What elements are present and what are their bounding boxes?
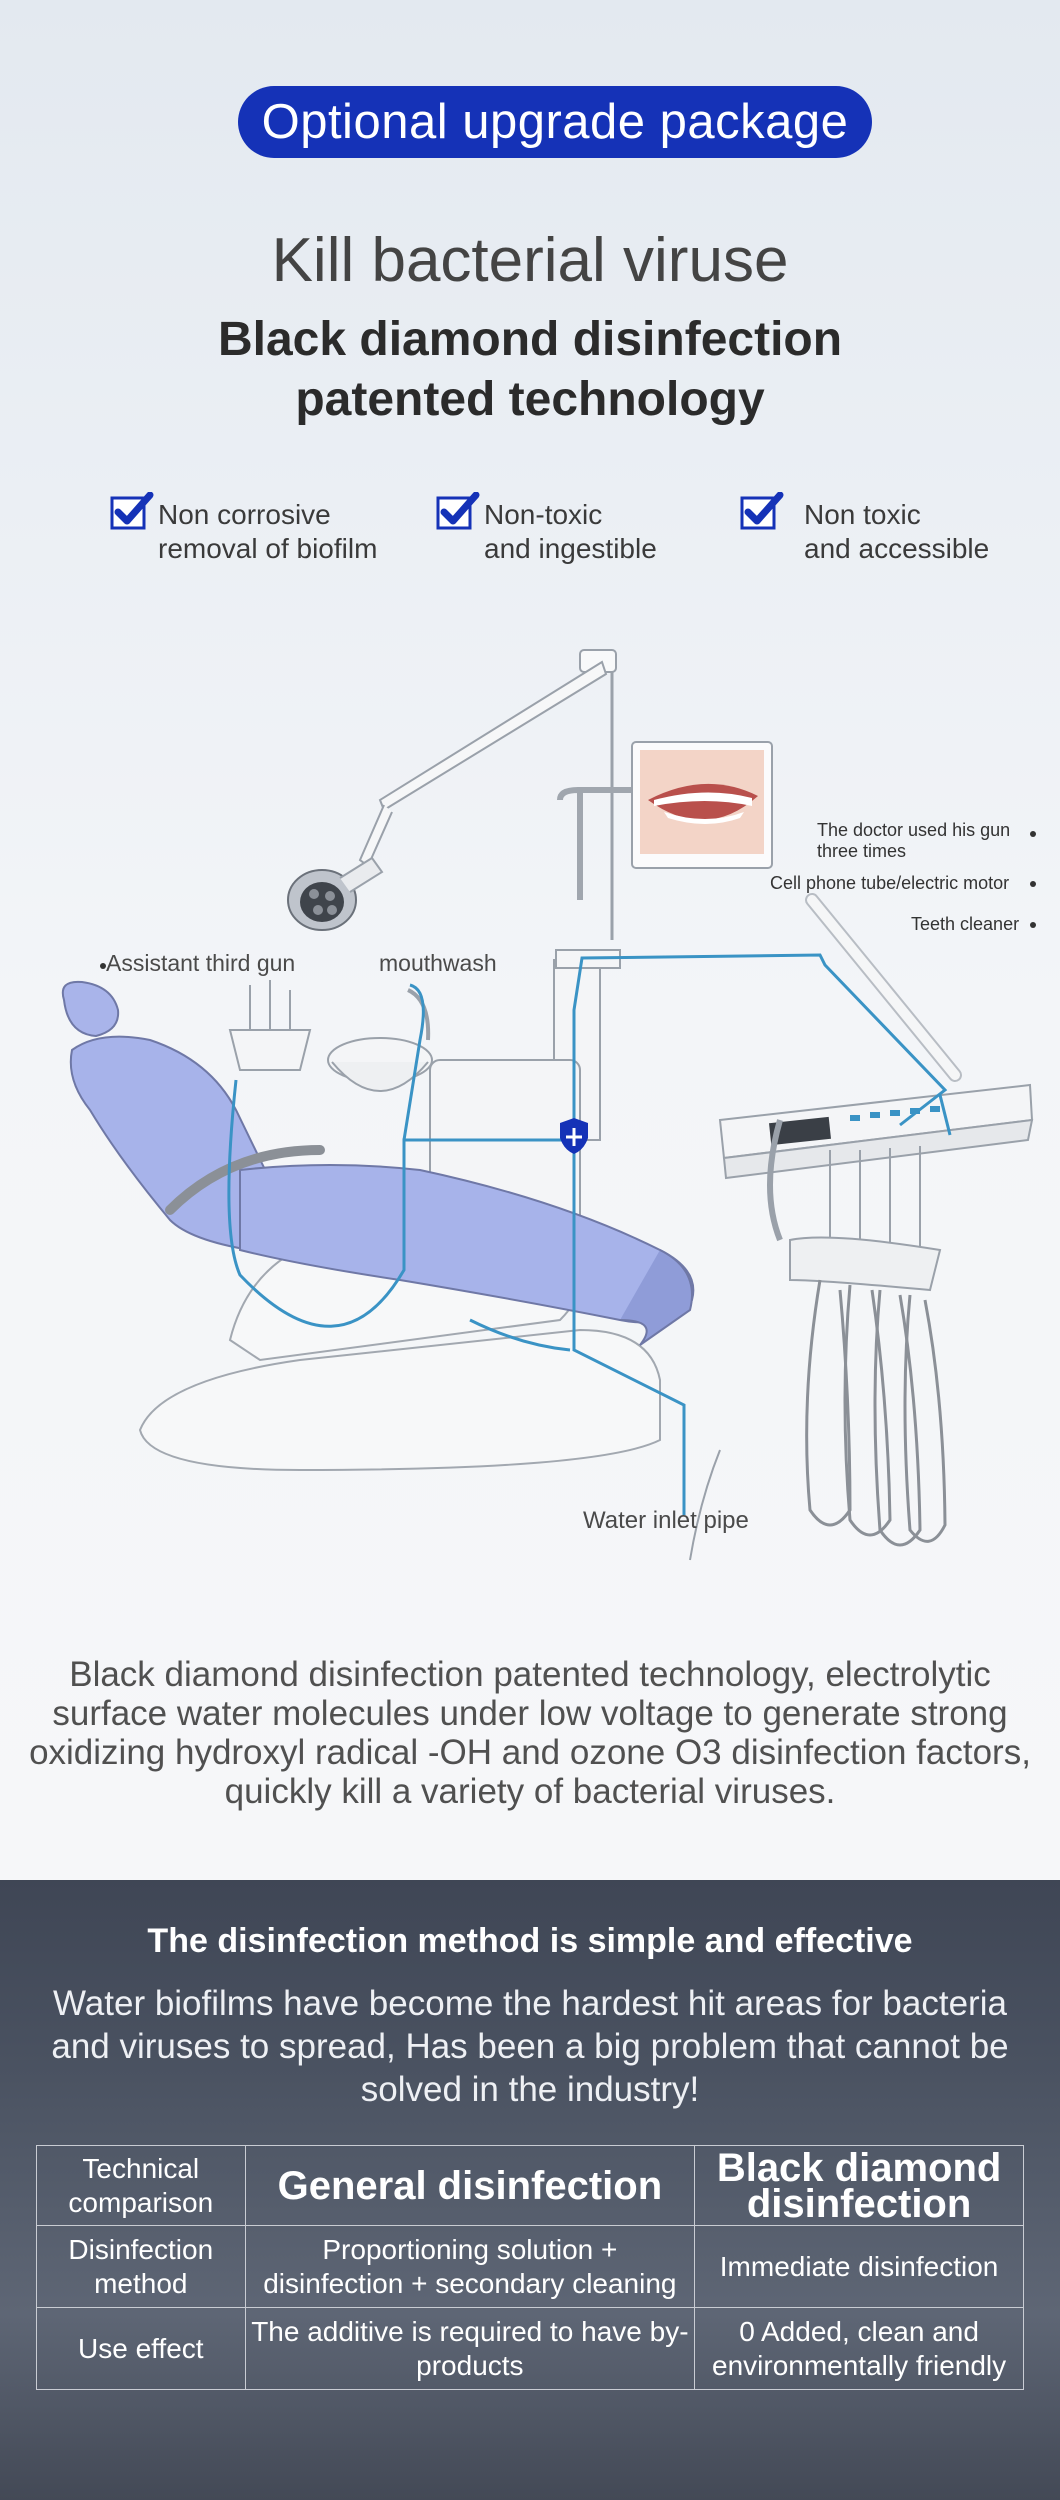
checkbox-check-icon [740,492,784,530]
water-pipes [227,953,952,1515]
disinfection-section: The disinfection method is simple and ef… [0,1880,1060,2500]
feature-line: removal of biofilm [158,533,378,564]
table-cell: Use effect [36,2307,246,2390]
feature-text: Non corrosive removal of biofilm [158,498,377,566]
callout-teeth-cleaner: Teeth cleaner [911,914,1020,934]
page-title-line2: patented technology [295,373,765,426]
upgrade-badge: Optional upgrade package [238,86,872,158]
feature-text: Non toxic and accessible [804,498,989,566]
comparison-table: Technical comparison General disinfectio… [36,2145,1024,2390]
callout-water-inlet: Water inlet pipe [583,1507,749,1534]
table-cell: Immediate disinfection [694,2225,1024,2308]
callout-assistant-gun: Assistant third gun [106,950,296,976]
section-paragraph: Water biofilms have become the hardest h… [51,1984,1009,2109]
table-header-cell: General disinfection [244,2145,696,2226]
dental-monitor [557,741,773,900]
page-title: Black diamond disinfection patented tech… [0,310,1060,430]
table-header-row: Technical comparison General disinfectio… [36,2145,1024,2226]
callout-phone-tube: Cell phone tube/electric motor [770,873,1010,893]
table-cell: Disinfection method [36,2225,246,2308]
feature-text: Non-toxic and ingestible [484,498,657,566]
table-row: Disinfection method Proportioning soluti… [36,2225,1024,2308]
page-title-line1: Black diamond disinfection [217,313,843,366]
callout-line: three times [817,841,907,861]
feature-line: and ingestible [484,533,657,564]
table-cell: Proportioning solution + disinfection + … [244,2225,696,2308]
dental-chair-seat [61,980,695,1346]
feature-line: Non-toxic [484,499,603,530]
table-header-cell: Technical comparison [36,2145,246,2226]
feature-line: Non toxic [804,499,921,530]
callout-mouthwash: mouthwash [379,950,497,976]
table-header-cell: Black diamond disinfection [694,2145,1024,2226]
checkbox-check-icon [110,492,154,530]
shield-plus-icon [560,1118,588,1154]
table-cell: The additive is required to have by-prod… [244,2307,696,2390]
product-section: Optional upgrade package Kill bacterial … [0,86,1060,1811]
instrument-tray [689,893,1034,1561]
feature-line: and accessible [804,533,990,564]
operating-light [287,856,384,931]
section-title: The disinfection method is simple and ef… [147,1922,913,1960]
spittoon [327,988,433,1092]
description-paragraph: Black diamond disinfection patented tech… [29,1655,1031,1811]
feature-line: Non corrosive [158,499,331,530]
page-subtitle: Kill bacterial viruse [271,226,789,295]
callout-doctor-gun: The doctor used his gun three times [817,820,1010,862]
dental-chair-illustration [61,649,1036,1561]
table-row: Use effect The additive is required to h… [36,2307,1024,2390]
callout-line: The doctor used his gun [817,820,1011,840]
checkbox-check-icon [436,492,480,530]
table-cell: 0 Added, clean and environmentally frien… [694,2307,1024,2390]
